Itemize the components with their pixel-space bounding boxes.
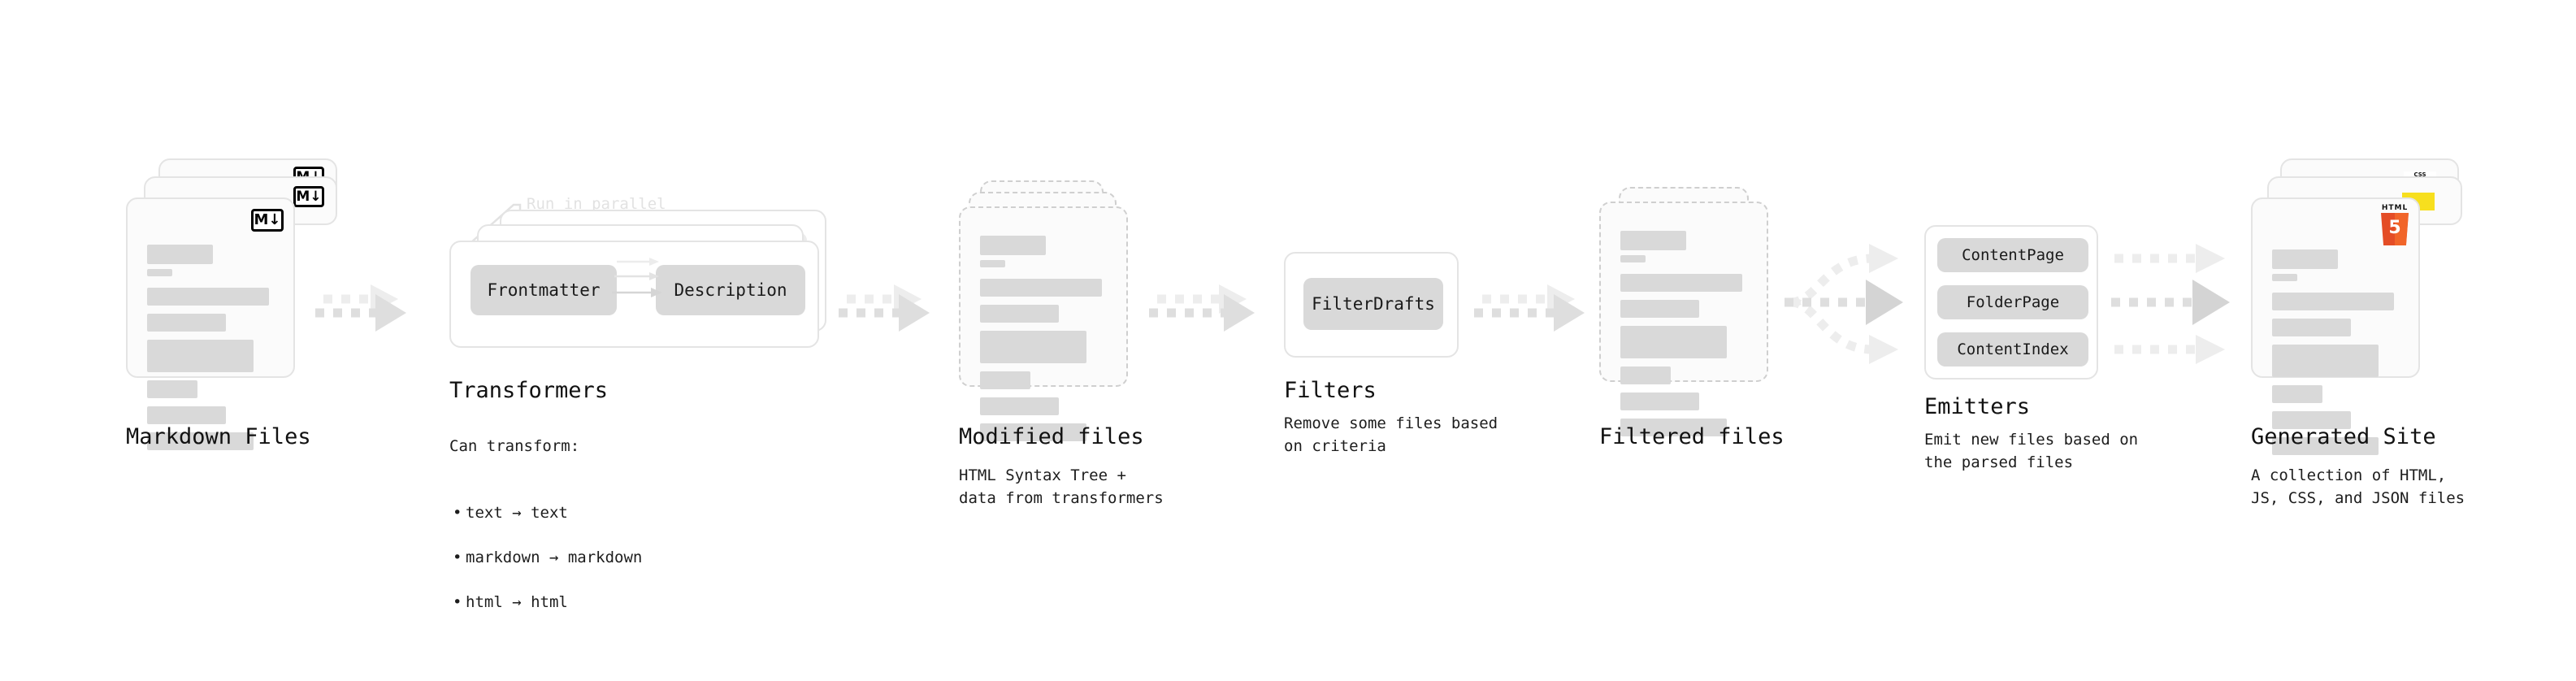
filters-title: Filters — [1284, 378, 1377, 403]
content-line — [1620, 393, 1699, 410]
stage-generated-site: CSS HTML 5 — [2251, 158, 2495, 455]
content-line — [980, 279, 1102, 297]
content-line — [147, 314, 226, 332]
emitters-description: Emit new files based on the parsed files — [1924, 431, 2139, 471]
content-line — [1620, 274, 1742, 292]
html5-shield-number: 5 — [2388, 217, 2401, 238]
run-in-parallel-note: Run in parallel — [527, 195, 666, 213]
filtered-card-stack — [1599, 187, 1786, 436]
filtered-to-emitters-arrow-fan — [1785, 244, 1903, 364]
transformer-chip-description[interactable]: Description — [656, 265, 805, 315]
transformer-chip-frontmatter[interactable]: Frontmatter — [471, 265, 617, 315]
transformer-bullet: markdown → markdown — [449, 547, 642, 570]
content-line — [980, 236, 1047, 255]
html5-icon-caption: HTML — [2381, 204, 2409, 212]
content-line — [1620, 300, 1699, 318]
transformers-description: Can transform: text → text markdown → ma… — [449, 413, 642, 659]
transformers-title: Transformers — [449, 378, 609, 403]
content-line — [147, 269, 173, 276]
modified-card-stack — [959, 180, 1146, 441]
markdown-card-front: M↓ — [126, 197, 295, 450]
content-line — [2272, 411, 2351, 429]
stage-markdown-files: M↓ M↓ M↓ — [126, 158, 370, 450]
stage-filtered-files — [1599, 187, 1786, 436]
site-card-front: HTML 5 — [2251, 197, 2420, 455]
content-line — [1620, 367, 1672, 384]
markdown-card-stack: M↓ M↓ M↓ — [126, 158, 370, 450]
transformer-panel-front: Frontmatter Description — [449, 241, 819, 348]
filters-description: Remove some files based on criteria — [1284, 414, 1498, 455]
content-line — [147, 406, 226, 424]
content-line — [147, 288, 269, 306]
modified-card-front — [959, 206, 1128, 441]
filter-chip-filterdrafts[interactable]: FilterDrafts — [1303, 278, 1443, 330]
markdown-content-lines — [147, 245, 274, 458]
content-line — [1620, 255, 1646, 262]
content-line — [147, 340, 254, 372]
site-card-stack: CSS HTML 5 — [2251, 158, 2495, 455]
emitters-to-site-arrow-fan — [2111, 244, 2230, 364]
content-line — [147, 380, 198, 398]
emitter-chip-folderpage[interactable]: FolderPage — [1937, 285, 2088, 319]
modified-files-description: HTML Syntax Tree + data from transformer… — [959, 466, 1164, 507]
markdown-to-transformers-arrow — [315, 284, 406, 332]
transformer-bullet: text → text — [449, 502, 642, 525]
stage-modified-files — [959, 180, 1146, 441]
content-line — [147, 432, 254, 450]
transformer-internal-arrows — [612, 258, 662, 297]
transformers-bullet-list: text → text markdown → markdown html → h… — [449, 480, 642, 637]
emitters-title: Emitters — [1924, 394, 2031, 419]
filtered-files-title: Filtered files — [1599, 424, 1785, 449]
content-line — [2272, 437, 2379, 455]
generated-site-title: Generated Site — [2251, 424, 2436, 449]
filtered-content-lines — [1620, 231, 1747, 445]
transformers-to-modified-arrow — [839, 284, 930, 332]
modified-content-lines — [980, 236, 1107, 449]
content-line — [2272, 345, 2379, 377]
markdown-icon: M↓ — [251, 209, 284, 232]
filters-panel: FilterDrafts — [1284, 252, 1459, 358]
content-line — [1620, 419, 1728, 436]
content-line — [2272, 249, 2339, 269]
content-line — [980, 371, 1031, 389]
content-line — [2272, 274, 2298, 281]
content-line — [2272, 319, 2351, 336]
filtered-card-front — [1599, 202, 1768, 436]
markdown-files-title: Markdown Files — [126, 424, 311, 449]
filters-to-filtered-arrow — [1474, 284, 1585, 332]
html5-shield: 5 — [2381, 213, 2409, 245]
emitters-panel: ContentPage FolderPage ContentIndex — [1924, 225, 2098, 380]
site-content-lines — [2272, 249, 2399, 463]
content-line — [2272, 293, 2394, 310]
transformer-bullet: html → html — [449, 592, 642, 614]
content-line — [1620, 231, 1687, 250]
html5-icon: HTML 5 — [2381, 204, 2409, 245]
modified-to-filters-arrow — [1149, 284, 1255, 332]
content-line — [980, 397, 1059, 415]
generated-site-description: A collection of HTML, JS, CSS, and JSON … — [2251, 466, 2465, 507]
content-line — [980, 305, 1059, 323]
modified-files-title: Modified files — [959, 424, 1144, 449]
transformers-desc-heading: Can transform: — [449, 436, 580, 455]
content-line — [980, 331, 1087, 363]
emitter-chip-contentpage[interactable]: ContentPage — [1937, 238, 2088, 272]
emitter-chip-contentindex[interactable]: ContentIndex — [1937, 332, 2088, 367]
content-line — [1620, 326, 1728, 358]
content-line — [147, 245, 214, 264]
content-line — [980, 260, 1006, 267]
content-line — [2272, 385, 2323, 403]
markdown-icon: M↓ — [293, 186, 324, 207]
content-line — [980, 423, 1087, 441]
